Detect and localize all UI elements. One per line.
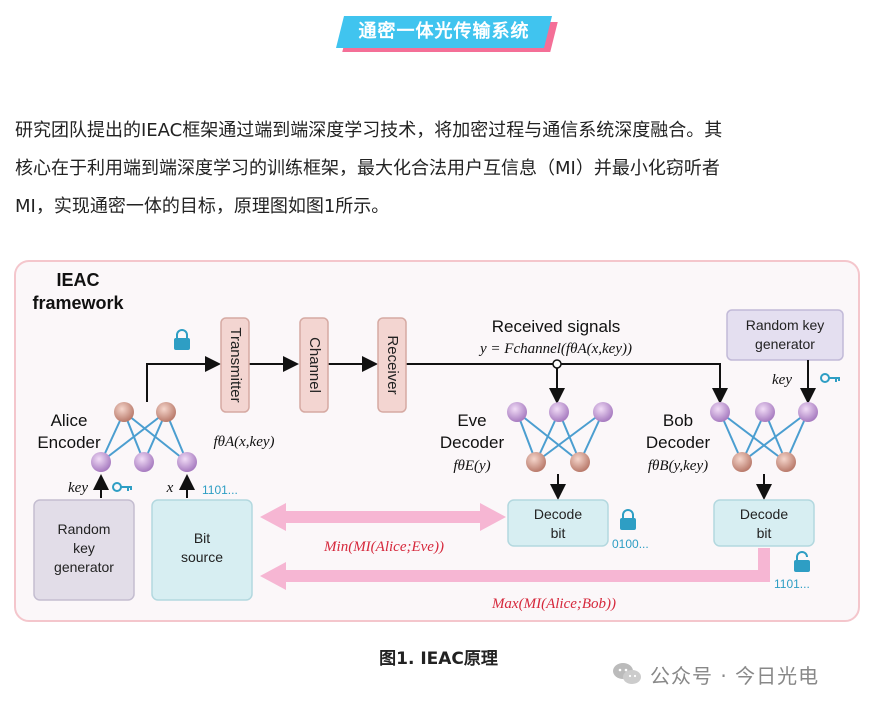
receiver-label: Receiver <box>384 335 401 394</box>
channel-equation: y = Fchannel(fθA(x,key)) <box>478 341 632 357</box>
eve-decode-line-1: Decode <box>534 506 582 522</box>
eve-label-line-2: Decoder <box>440 433 505 452</box>
random-key-top-line-2: generator <box>755 336 815 352</box>
paragraph-line-3: MI，实现通密一体的目标，原理图如图1所示。 <box>15 196 390 217</box>
channel-label: Channel <box>306 337 323 393</box>
figure-title-line-1: IEAC <box>56 270 99 290</box>
paragraph-line-2: 核心在于利用端到端深度学习的训练框架，最大化合法用户互信息（MI）并最小化窃听者 <box>15 158 720 179</box>
ieac-framework-figure: IEAC framework Transmitter Channel Recei… <box>14 260 860 622</box>
eve-decode-line-2: bit <box>551 525 566 541</box>
key-label-left: key <box>68 480 88 496</box>
alice-bits: 1101... <box>202 483 238 497</box>
lock-icon <box>174 329 190 350</box>
bob-function: fθB(y,key) <box>648 458 708 474</box>
eve-bits: 0100... <box>612 537 649 551</box>
bob-label-line-2: Decoder <box>646 433 711 452</box>
eve-function: fθE(y) <box>453 458 490 474</box>
bob-decode-bit-box <box>713 499 815 547</box>
key-icon <box>820 373 840 383</box>
wechat-icon <box>613 663 641 684</box>
random-key-left-line-2: key <box>73 540 95 556</box>
transmitter-label: Transmitter <box>227 327 244 402</box>
receiver-box <box>377 317 407 413</box>
random-key-generator-top <box>726 309 844 361</box>
eve-label-line-1: Eve <box>457 411 486 430</box>
received-signals-label: Received signals <box>492 317 621 336</box>
alice-label-line-1: Alice <box>51 411 88 430</box>
random-key-top-line-1: Random key <box>746 317 825 333</box>
eve-decode-bit-box <box>507 499 609 547</box>
bob-decode-line-1: Decode <box>740 506 788 522</box>
key-icon <box>112 482 132 492</box>
figure-caption: 图1. IEAC原理 <box>379 649 498 669</box>
figure-title-line-2: framework <box>32 293 124 313</box>
channel-box <box>299 317 329 413</box>
lock-icon <box>620 509 636 530</box>
bit-source-line-1: Bit <box>194 530 210 546</box>
bob-bits: 1101... <box>774 577 810 591</box>
section-banner: 通密一体光传输系统 <box>336 14 558 54</box>
intro-paragraph: 研究团队提出的IEAC框架通过端到端深度学习技术，将加密过程与通信系统深度融合。… <box>15 112 865 226</box>
bob-label-line-1: Bob <box>663 411 693 430</box>
random-key-generator-left <box>33 499 135 601</box>
min-mi-arrow <box>260 503 506 531</box>
key-label-right: key <box>772 372 792 388</box>
transmitter-box <box>220 317 250 413</box>
max-mi-label: Max(MI(Alice;Bob)) <box>491 596 616 612</box>
banner-title: 通密一体光传输系统 <box>358 21 530 42</box>
bit-source-line-2: source <box>181 549 223 565</box>
min-mi-label: Min(MI(Alice;Eve)) <box>323 539 444 555</box>
paragraph-line-1: 研究团队提出的IEAC框架通过端到端深度学习技术，将加密过程与通信系统深度融合。… <box>15 120 723 141</box>
random-key-left-line-3: generator <box>54 559 114 575</box>
unlock-icon <box>794 551 810 572</box>
watermark-text: 公众号 · 今日光电 <box>650 663 820 688</box>
watermark: 公众号 · 今日光电 <box>612 659 819 689</box>
max-mi-arrow <box>260 548 770 590</box>
alice-function: fθA(x,key) <box>213 434 274 450</box>
bob-decode-line-2: bit <box>757 525 772 541</box>
bit-source-box <box>151 499 253 601</box>
random-key-left-line-1: Random <box>58 521 111 537</box>
alice-label-line-2: Encoder <box>37 433 101 452</box>
x-label: x <box>166 480 174 496</box>
